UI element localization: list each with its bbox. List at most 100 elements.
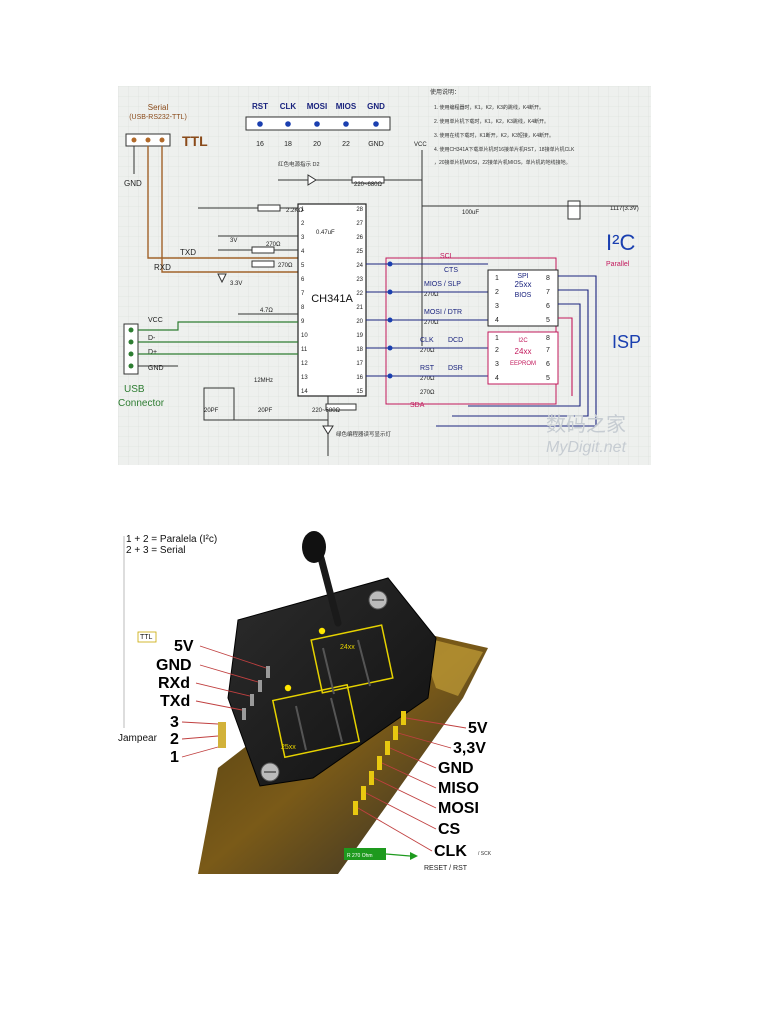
svg-text:270Ω: 270Ω [420,376,435,382]
svg-text:270Ω: 270Ω [278,263,293,269]
programmer-photo: 24xx 25xx 1 + 2 = Paralela (I²c) 2 + 3 =… [118,528,498,874]
svg-text:0.47uF: 0.47uF [316,230,335,236]
svg-text:2.2KΩ: 2.2KΩ [286,208,303,214]
svg-text:2. 使用单片机下载时，K1，K2，K3跳线，K4断开。: 2. 使用单片机下载时，K1，K2，K3跳线，K4断开。 [434,118,549,125]
chip-right-pins: 28 27 26 25 24 23 22 21 20 19 18 17 16 1… [356,207,363,395]
left-header-pins [242,666,270,720]
i2c-eeprom-chip [487,331,559,385]
svg-text:CS: CS [438,821,461,838]
svg-text:5: 5 [546,317,550,324]
svg-text:28: 28 [356,207,363,213]
top-header: RST CLK MOSI MIOS GND 16 18 20 22 GND [245,102,391,148]
chip-left-pins: 1 2 3 4 5 6 7 8 9 10 11 12 13 14 [301,207,308,395]
svg-text:22: 22 [342,141,350,148]
svg-text:MISO: MISO [438,780,479,797]
serial-subtitle: (USB-RS232-TTL) [129,114,187,121]
svg-text:21: 21 [356,305,363,311]
reset-label: RESET / RST [424,865,468,872]
svg-text:16: 16 [356,375,363,381]
svg-text:18: 18 [356,347,363,353]
svg-text:EEPROM: EEPROM [510,361,536,367]
svg-text:270Ω: 270Ω [266,242,281,248]
svg-text:27: 27 [356,221,363,227]
svg-text:RST: RST [252,102,268,111]
svg-text:11: 11 [301,347,308,353]
watermark-chinese: 数码之家 [546,413,626,436]
svg-text:DCD: DCD [448,337,463,344]
svg-text:2: 2 [170,731,179,748]
svg-text:8: 8 [546,275,550,282]
svg-text:1117(3.3V): 1117(3.3V) [610,206,639,212]
svg-text:7: 7 [546,347,550,354]
svg-text:GND: GND [148,365,164,372]
left-pin-labels: 5V GND RXd TXd [156,638,194,710]
svg-text:D+: D+ [148,349,157,356]
chip-label: CH341A [311,293,353,305]
svg-text:SDA: SDA [410,402,425,409]
svg-text:22: 22 [356,291,363,297]
svg-text:4: 4 [301,249,305,255]
svg-text:GND: GND [156,657,192,674]
svg-text:13: 13 [301,375,308,381]
svg-text:3,3V: 3,3V [453,740,486,757]
usage-notes: 使用说明： 1. 使用编程器时，K1，K2，K3的跳线，K4断开。 2. 使用单… [430,88,575,166]
svg-text:4: 4 [495,375,499,382]
svg-text:20PF: 20PF [258,408,273,414]
parallel-label: Parallel [606,261,630,268]
svg-text:20: 20 [313,141,321,148]
resistor-note-box [344,848,386,860]
svg-text:GND: GND [367,102,385,111]
svg-text:15: 15 [356,389,363,395]
svg-text:19: 19 [356,333,363,339]
txd-label: TXD [180,248,196,257]
svg-text:MIOS / SLP: MIOS / SLP [424,281,461,288]
svg-text:6: 6 [546,303,550,310]
svg-text:2: 2 [495,347,499,354]
ch341a-chip [297,203,367,397]
clk-note: / SCK [478,851,492,857]
right-header-pins [353,711,406,815]
svg-text:Connector: Connector [118,398,165,409]
svg-text:CLK: CLK [420,337,434,344]
svg-text:4. 使用CH341A下载单片机时16接单片机RST，18接: 4. 使用CH341A下载单片机时16接单片机RST，18接单片机CLK [434,146,575,153]
svg-text:CTS: CTS [444,267,458,274]
svg-text:4: 4 [495,317,499,324]
usb-connector: VCC D- D+ GND USB Connector [118,317,165,409]
svg-text:100uF: 100uF [462,210,479,216]
spi-bios-chip [487,269,559,327]
svg-text:270Ω: 270Ω [424,292,439,298]
svg-text:5: 5 [301,263,305,269]
svg-text:6: 6 [301,277,305,283]
svg-text:18: 18 [284,141,292,148]
svg-text:DSR: DSR [448,365,463,372]
svg-text:MOSI: MOSI [307,102,327,111]
jumper-pin-labels: 3 2 1 [170,714,179,766]
outline-24xx [310,624,394,694]
svg-text:USB: USB [124,384,145,395]
svg-text:23: 23 [356,277,363,283]
svg-text:270Ω: 270Ω [420,348,435,354]
right-pin-labels: 5V 3,3V GND MISO MOSI CS CLK [434,720,488,860]
svg-text:1. 使用编程器时，K1，K2，K3的跳线，K4断开。: 1. 使用编程器时，K1，K2，K3的跳线，K4断开。 [434,104,544,111]
svg-text:3V: 3V [230,238,237,244]
svg-text:8: 8 [301,305,305,311]
svg-text:12: 12 [301,361,308,367]
svg-text:14: 14 [301,389,308,395]
led-power-note: 红色电源指示 D2 [278,160,320,168]
watermark-url: MyDigit.net [546,439,627,456]
svg-text:5V: 5V [468,720,488,737]
svg-text:1: 1 [301,207,305,213]
svg-text:16: 16 [256,141,264,148]
svg-text:24xx: 24xx [515,347,532,356]
svg-text:，20接单片机MOSI，22接单片机MIOS，单片机的地线接: ，20接单片机MOSI，22接单片机MIOS，单片机的地线接地。 [434,159,571,166]
svg-text:MOSI / DTR: MOSI / DTR [424,309,462,316]
svg-text:6: 6 [546,361,550,368]
svg-text:GND: GND [368,141,384,148]
svg-text:17: 17 [356,361,363,367]
svg-text:1: 1 [495,275,499,282]
serial-title: Serial [148,103,169,112]
jumper-note-serial: 2 + 3 = Serial [126,545,185,556]
svg-text:RST: RST [420,365,435,372]
svg-text:270Ω: 270Ω [424,320,439,326]
svg-text:GND: GND [438,760,474,777]
